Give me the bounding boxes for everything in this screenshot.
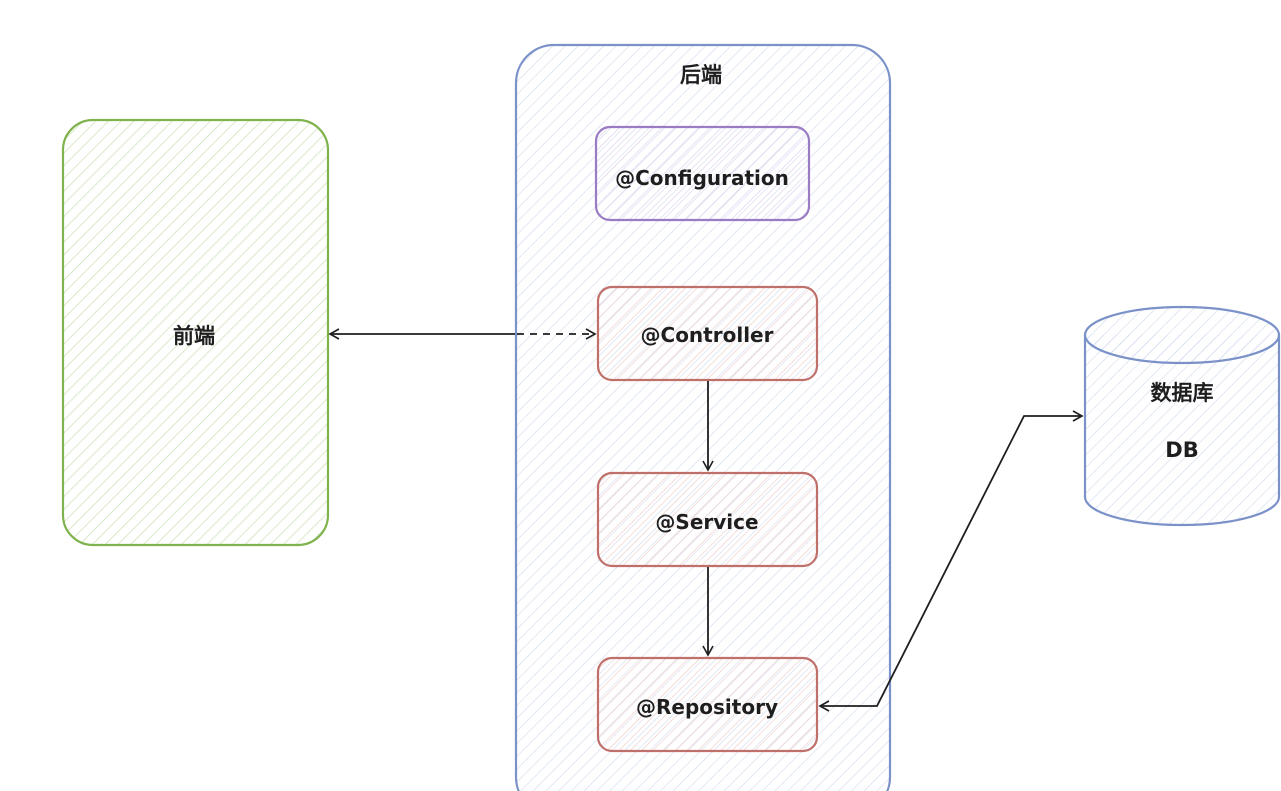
configuration-label: @Configuration <box>615 166 789 190</box>
configuration-node: @Configuration <box>594 125 811 222</box>
repository-node: @Repository <box>596 656 819 753</box>
arrow-repository-database <box>818 410 1084 712</box>
database-cylinder: 数据库 DB <box>1083 305 1281 527</box>
database-label: 数据库 <box>1151 381 1214 405</box>
controller-label: @Controller <box>641 323 774 347</box>
controller-node: @Controller <box>596 285 819 382</box>
repository-label: @Repository <box>636 695 778 719</box>
database-sublabel: DB <box>1165 438 1198 462</box>
service-label: @Service <box>655 510 758 534</box>
service-node: @Service <box>596 471 819 568</box>
frontend-box: 前端 <box>61 118 330 547</box>
frontend-label: 前端 <box>173 324 215 348</box>
backend-label: 后端 <box>680 63 722 87</box>
